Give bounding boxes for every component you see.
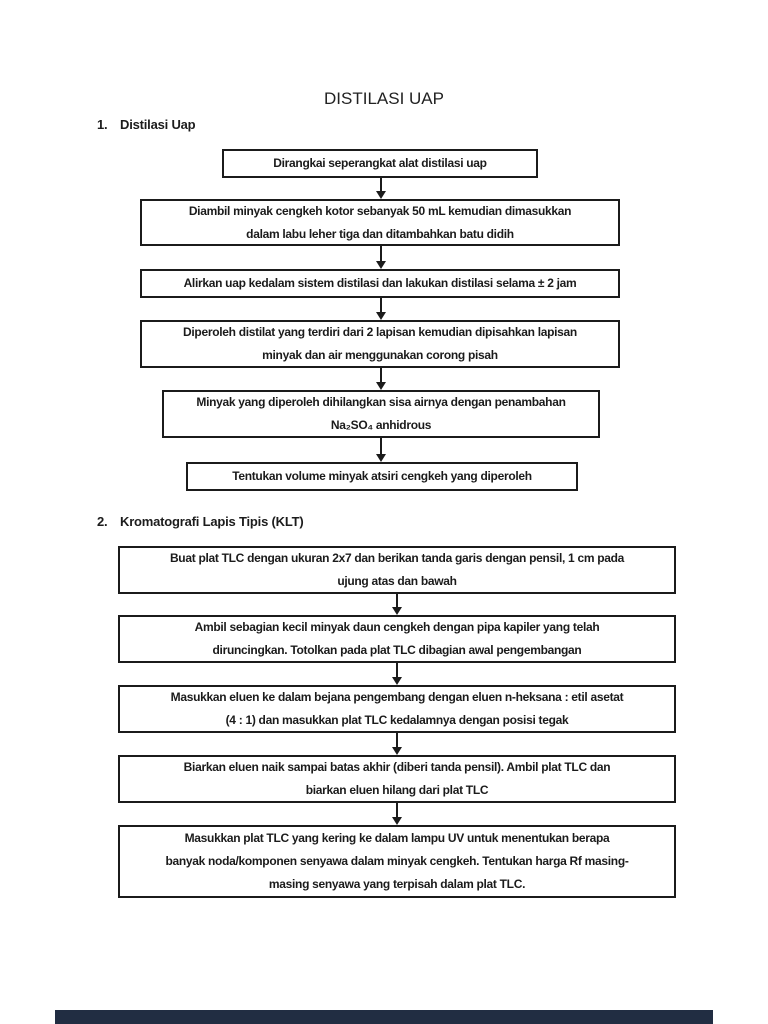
section-2-title: Kromatografi Lapis Tipis (KLT) — [120, 514, 304, 529]
next-page-edge-bar — [55, 1010, 713, 1024]
flow-step-box: Diperoleh distilat yang terdiri dari 2 l… — [140, 320, 620, 368]
arrow-down-icon — [391, 803, 403, 825]
arrow-down-icon — [391, 733, 403, 755]
section-1-number: 1. — [97, 117, 108, 132]
page-title: DISTILASI UAP — [324, 89, 444, 108]
section-1-title: Distilasi Uap — [120, 117, 196, 132]
arrow-down-icon — [375, 438, 387, 462]
arrow-down-icon — [375, 368, 387, 390]
arrow-down-icon — [391, 594, 403, 615]
arrow-down-icon — [391, 663, 403, 685]
flow-step-box: Diambil minyak cengkeh kotor sebanyak 50… — [140, 199, 620, 246]
flow-step-box: Tentukan volume minyak atsiri cengkeh ya… — [186, 462, 578, 491]
flow-step-box: Ambil sebagian kecil minyak daun cengkeh… — [118, 615, 676, 663]
flow-step-box: Minyak yang diperoleh dihilangkan sisa a… — [162, 390, 600, 438]
flow-step-box: Buat plat TLC dengan ukuran 2x7 dan beri… — [118, 546, 676, 594]
flow-step-box: Masukkan plat TLC yang kering ke dalam l… — [118, 825, 676, 898]
section-1-heading: 1. Distilasi Uap — [97, 117, 196, 132]
flow-step-box: Dirangkai seperangkat alat distilasi uap — [222, 149, 538, 178]
section-2-number: 2. — [97, 514, 108, 529]
arrow-down-icon — [375, 178, 387, 199]
section-2-heading: 2. Kromatografi Lapis Tipis (KLT) — [97, 514, 304, 529]
flow-step-box: Biarkan eluen naik sampai batas akhir (d… — [118, 755, 676, 803]
arrow-down-icon — [375, 298, 387, 320]
flow-step-box: Masukkan eluen ke dalam bejana pengemban… — [118, 685, 676, 733]
flow-step-box: Alirkan uap kedalam sistem distilasi dan… — [140, 269, 620, 298]
arrow-down-icon — [375, 246, 387, 269]
